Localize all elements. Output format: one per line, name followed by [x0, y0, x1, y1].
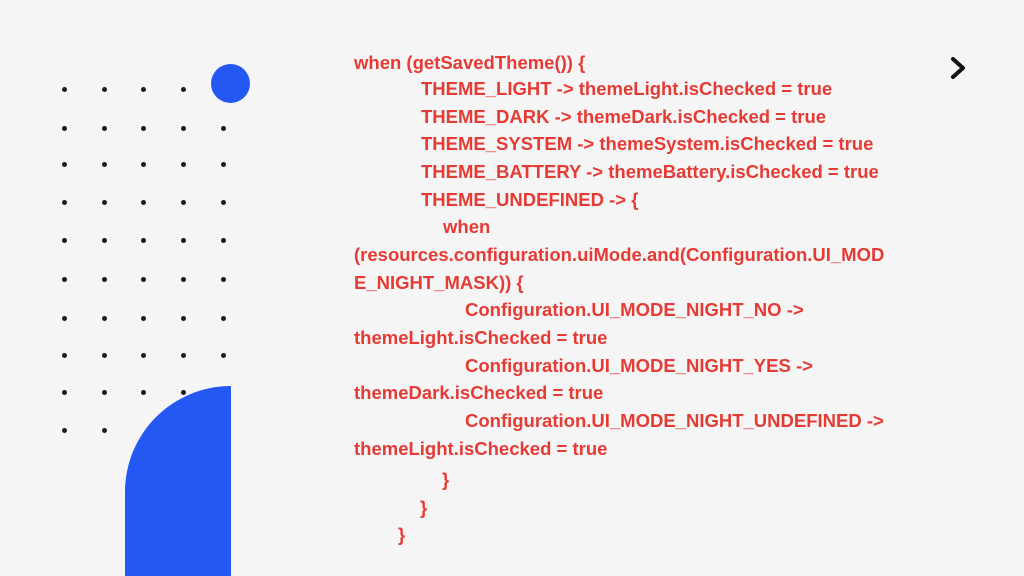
dot: [140, 389, 146, 395]
dot: [140, 276, 146, 282]
dot: [220, 161, 226, 167]
dot: [61, 161, 67, 167]
dot: [180, 389, 186, 395]
dot: [180, 161, 186, 167]
code-line: THEME_SYSTEM -> themeSystem.isChecked = …: [421, 133, 874, 154]
dot: [180, 199, 186, 205]
dot: [101, 237, 107, 243]
dot: [140, 237, 146, 243]
dot: [220, 315, 226, 321]
code-line: THEME_LIGHT -> themeLight.isChecked = tr…: [421, 78, 833, 99]
code-line: (resources.configuration.uiMode.and(Conf…: [354, 244, 885, 265]
code-line: Configuration.UI_MODE_NIGHT_NO ->: [465, 299, 804, 320]
dot: [101, 315, 107, 321]
dot: [101, 125, 107, 131]
code-line: when (getSavedTheme()) {: [354, 52, 586, 73]
dot: [101, 276, 107, 282]
dot: [180, 86, 186, 92]
dot: [101, 389, 107, 395]
code-line: THEME_DARK -> themeDark.isChecked = true: [421, 106, 827, 127]
dot: [140, 315, 146, 321]
dot: [180, 237, 186, 243]
dot: [61, 237, 67, 243]
dot: [180, 315, 186, 321]
dot: [220, 276, 226, 282]
dot: [101, 161, 107, 167]
code-line: Configuration.UI_MODE_NIGHT_UNDEFINED ->: [465, 410, 884, 431]
dot: [220, 352, 226, 358]
blue-circle-decoration: [211, 64, 250, 103]
code-line: THEME_BATTERY -> themeBattery.isChecked …: [421, 161, 879, 182]
dot: [220, 237, 226, 243]
code-line: themeDark.isChecked = true: [354, 382, 604, 403]
code-line: themeLight.isChecked = true: [354, 438, 608, 459]
dot: [101, 199, 107, 205]
code-line: themeLight.isChecked = true: [354, 327, 608, 348]
code-line: }: [420, 497, 428, 518]
dot: [61, 276, 67, 282]
dot: [140, 161, 146, 167]
dot: [61, 86, 67, 92]
dot: [61, 389, 67, 395]
dot: [61, 315, 67, 321]
code-line: E_NIGHT_MASK)) {: [354, 272, 524, 293]
dot: [101, 427, 107, 433]
dot: [61, 199, 67, 205]
dot: [140, 199, 146, 205]
dot: [180, 352, 186, 358]
dot: [140, 86, 146, 92]
code-line: when: [443, 216, 491, 237]
code-line: Configuration.UI_MODE_NIGHT_YES ->: [465, 355, 813, 376]
code-line: THEME_UNDEFINED -> {: [421, 189, 639, 210]
dot-grid-decoration: [0, 0, 260, 460]
dot: [61, 352, 67, 358]
dot: [140, 352, 146, 358]
dot: [220, 199, 226, 205]
dot: [61, 125, 67, 131]
dot: [101, 86, 107, 92]
dot: [140, 125, 146, 131]
code-line: }: [442, 469, 450, 490]
dot: [101, 352, 107, 358]
chevron-right-icon: [951, 57, 965, 79]
dot: [180, 276, 186, 282]
code-line: }: [398, 524, 406, 545]
dot: [220, 125, 226, 131]
dot: [180, 125, 186, 131]
next-slide-button[interactable]: [944, 54, 974, 84]
dot: [61, 427, 67, 433]
